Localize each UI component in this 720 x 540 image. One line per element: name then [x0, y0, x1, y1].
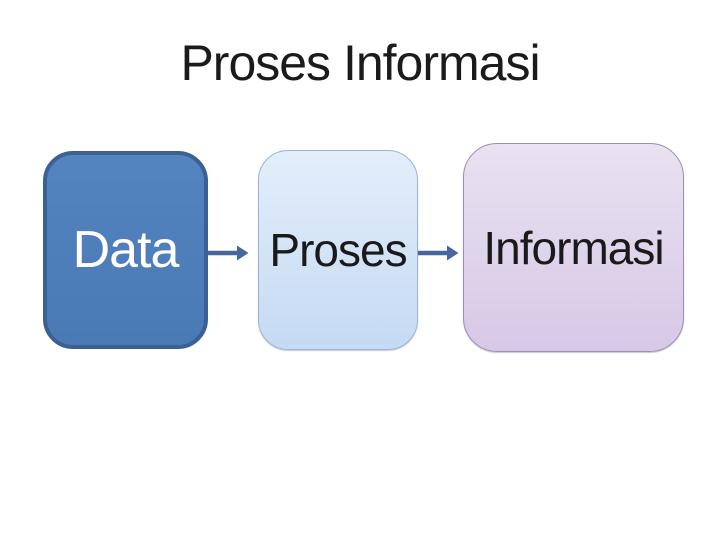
flow-node-informasi-label: Informasi [483, 221, 664, 274]
slide-title: Proses Informasi [180, 35, 540, 91]
arrow-right-icon [417, 242, 459, 264]
flow-node-data-label: Data [72, 221, 180, 279]
arrow-right-icon [207, 242, 249, 264]
flow-node-data: Data [43, 151, 208, 349]
flow-node-proses-label: Proses [269, 224, 407, 276]
flow-node-informasi: Informasi [463, 143, 684, 352]
flow-node-proses: Proses [258, 150, 418, 350]
